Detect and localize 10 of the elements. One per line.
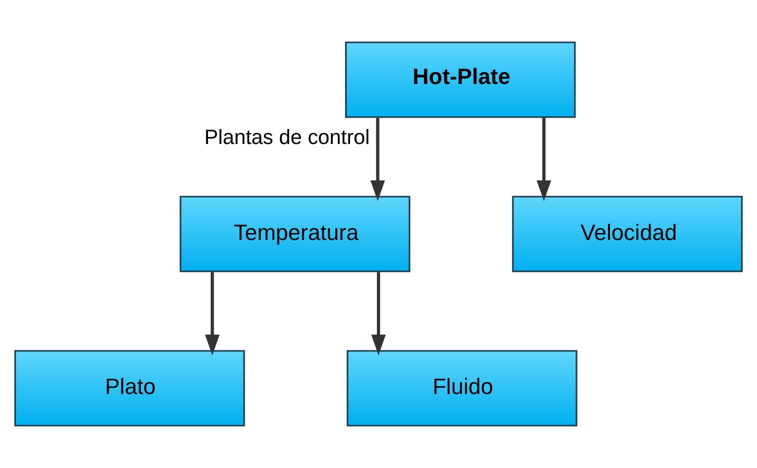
node-box: Hot-Plate [345,42,576,118]
node-box: Plato [14,350,245,426]
arrow [371,272,386,356]
arrow [205,272,220,356]
edge-label: Plantas de control [204,126,370,150]
arrow [370,118,385,202]
node-box: Fluido [346,350,578,426]
arrow [536,118,552,202]
node-box: Velocidad [512,196,743,272]
node-box: Temperatura [180,196,410,272]
